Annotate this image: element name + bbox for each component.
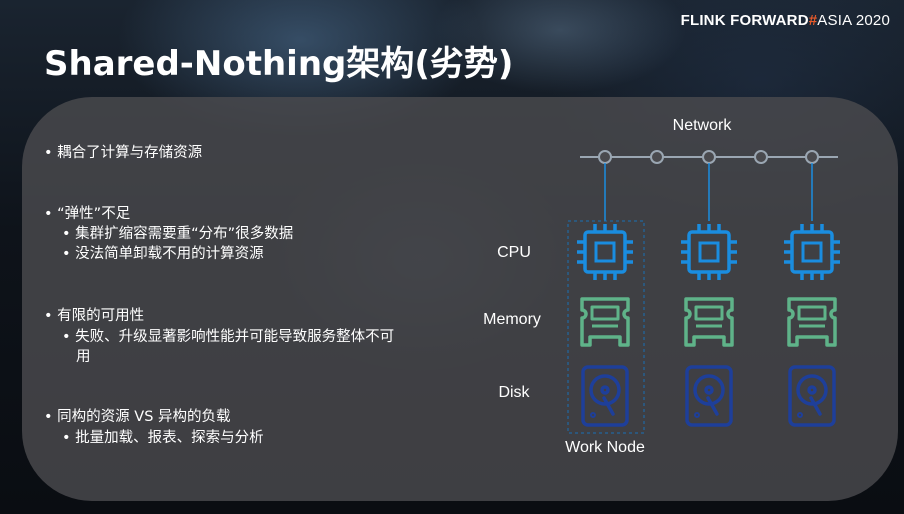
bullet-item: 同构的资源 VS 异构的负载 — [44, 407, 230, 427]
sub-bullet-item: 失败、升级显著影响性能并可能导致服务整体不可 — [44, 327, 394, 347]
bullet-item: 耦合了计算与存储资源 — [44, 143, 202, 163]
memory-icon — [684, 297, 734, 347]
cpu-label: CPU — [497, 244, 531, 261]
disk-icon — [685, 365, 733, 427]
network-node — [754, 150, 768, 164]
sub-bullet-item: 集群扩缩容需要重“分布”很多数据 — [44, 224, 293, 244]
sub-bullet-item: 批量加载、报表、探索与分析 — [44, 428, 264, 448]
network-label: Network — [673, 117, 733, 134]
brand-logo: FLINK FORWARD#ASIA 2020 — [680, 12, 890, 29]
network-node — [702, 150, 716, 164]
work-node-label: Work Node — [565, 439, 645, 456]
disk-icon — [581, 365, 629, 427]
memory-icon — [580, 297, 630, 347]
bullet-item: 有限的可用性 — [44, 306, 144, 326]
cpu-icon — [784, 224, 840, 280]
work-node-2 — [681, 224, 737, 427]
memory-label: Memory — [483, 311, 541, 328]
slide-title: Shared-Nothing架构(劣势) — [44, 44, 514, 84]
network-node — [598, 150, 612, 164]
disk-icon — [788, 365, 836, 427]
bullet-item: “弹性”不足 — [44, 204, 130, 224]
network-node — [805, 150, 819, 164]
sub-bullet-item: 没法简单卸载不用的计算资源 — [44, 244, 264, 264]
memory-icon — [787, 297, 837, 347]
cpu-icon — [577, 224, 633, 280]
work-node-3 — [784, 224, 840, 427]
network-node — [650, 150, 664, 164]
work-node-boundary — [567, 220, 645, 434]
sub-bullet-continuation: 用 — [76, 349, 91, 365]
cpu-icon — [681, 224, 737, 280]
network-nodes — [598, 150, 819, 164]
work-node-1 — [577, 224, 633, 427]
disk-label: Disk — [498, 384, 530, 401]
